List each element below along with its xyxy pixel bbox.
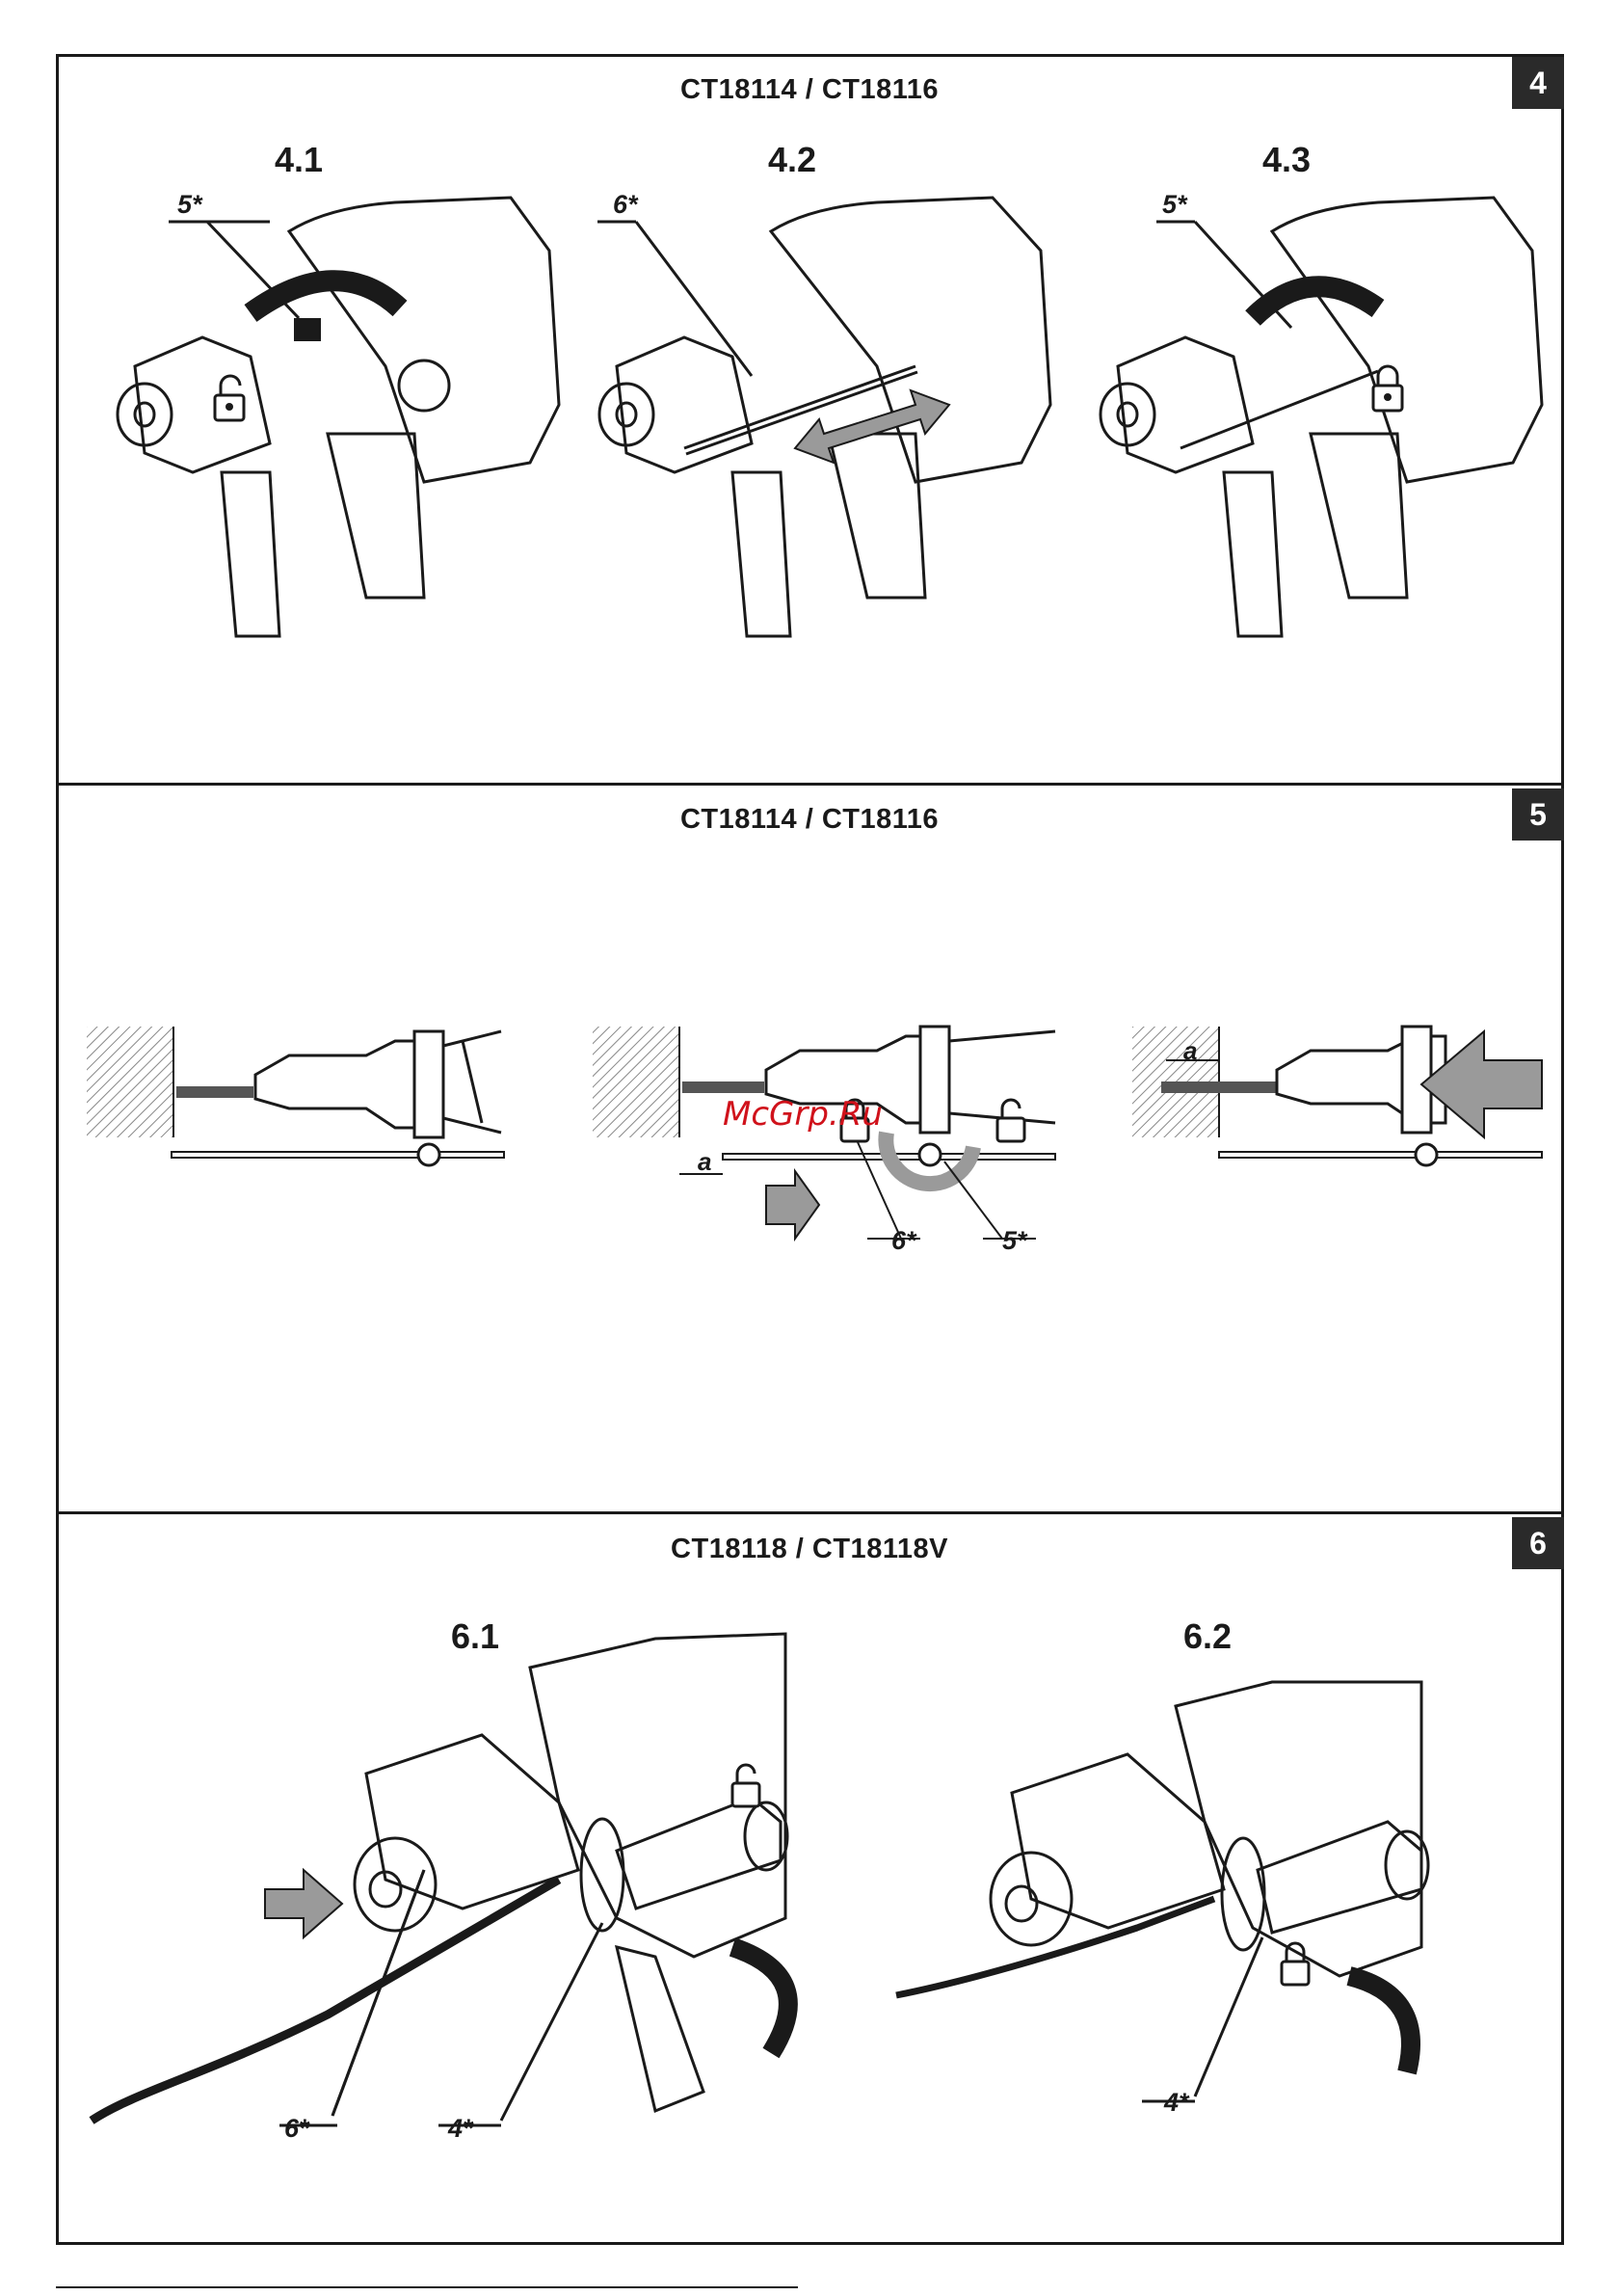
- unlock-icon: [732, 1765, 759, 1806]
- dimension-label: a: [698, 1147, 711, 1177]
- callout-label: 6*: [284, 2114, 309, 2144]
- push-arrow-icon: [766, 1171, 819, 1239]
- rotary-hammer-illustration: [887, 1677, 1426, 2140]
- lock-icon: [1282, 1943, 1309, 1985]
- depth-stop-step-1: [87, 1027, 504, 1165]
- push-arrow-icon: [265, 1870, 342, 1937]
- callout-label: 6*: [891, 1226, 916, 1256]
- watermark: McGrp.Ru: [723, 1095, 883, 1134]
- panel-number-badge: 6: [1512, 1517, 1564, 1569]
- panel-title: CT18118 / CT18118V: [520, 1534, 1099, 1565]
- footer-rule: [56, 2286, 798, 2288]
- rotary-hammer-illustration: [77, 1629, 800, 2178]
- dimension-label: a: [1183, 1036, 1197, 1066]
- unlock-icon: [997, 1100, 1024, 1141]
- figure-label: 6.2: [1140, 1616, 1275, 1657]
- callout-label: 4*: [1164, 2088, 1189, 2118]
- callout-label: 5*: [1002, 1226, 1027, 1256]
- callout-label: 4*: [448, 2114, 473, 2144]
